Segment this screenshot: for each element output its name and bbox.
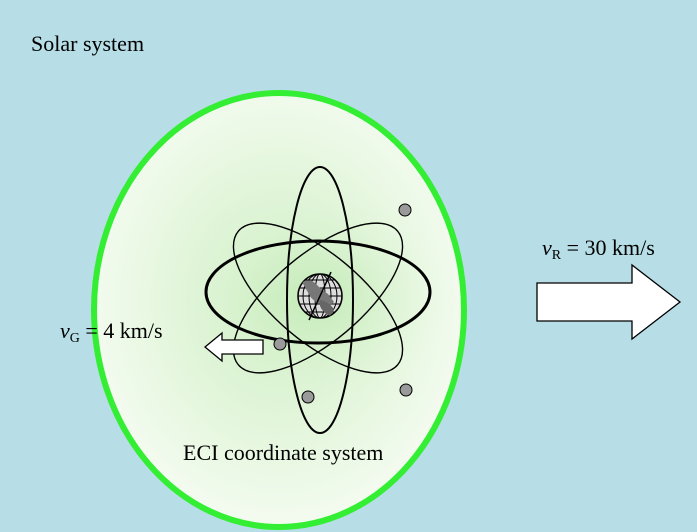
velocity-symbol: v [60,318,70,343]
earth-velocity-arrow [203,331,264,363]
solar-system-label: Solar system [31,31,145,56]
solar-velocity-label: vR = 30 km/s [542,237,655,263]
satellite-bottom-right [399,383,413,397]
polar-orbit [286,166,354,434]
satellite-left [273,337,287,351]
solar-velocity-arrow [536,263,682,341]
earth-icon [297,271,343,321]
satellite-bottom-left [301,390,315,404]
velocity-symbol: v [542,235,552,260]
velocity-subscript: G [69,331,80,346]
earth-velocity-label: vG = 4 km/s [60,320,163,346]
satellite-top-right [398,203,412,217]
velocity-subscript: R [551,248,562,263]
velocity-value: = 30 km/s [566,235,655,260]
equatorial-orbit [204,239,432,345]
eci-coordinate-system-label: ECI coordinate system [183,440,384,465]
velocity-value: = 4 km/s [85,318,163,343]
inclined-orbit-right [232,222,404,374]
inclined-orbit-left [232,222,404,374]
